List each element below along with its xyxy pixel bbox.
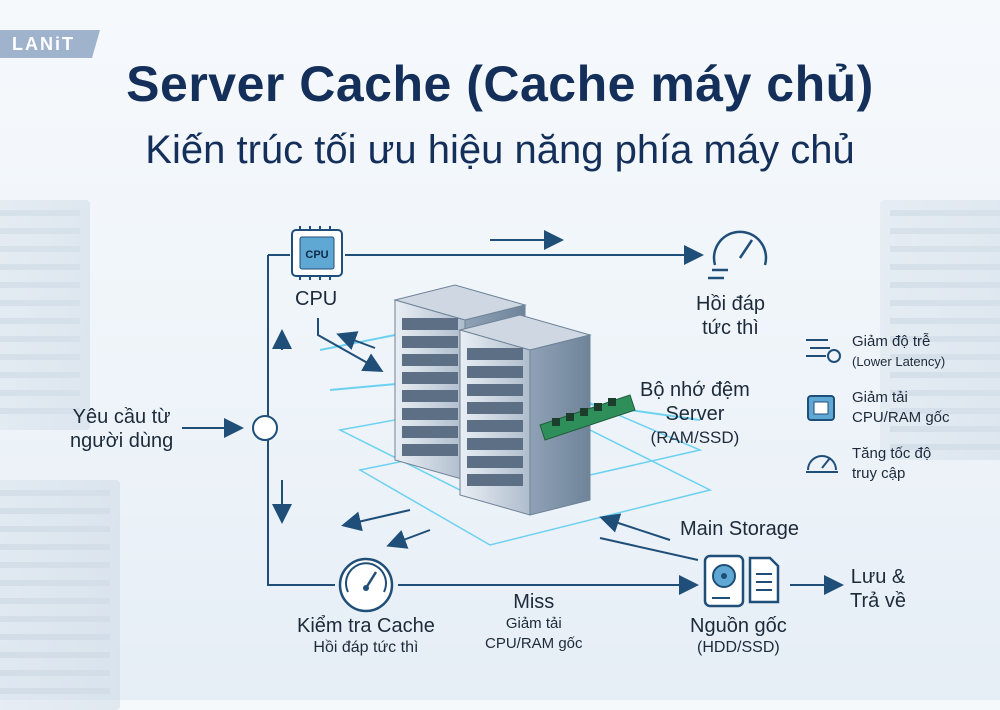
flow-lines bbox=[182, 230, 844, 595]
cache-check-gauge-icon bbox=[338, 557, 394, 613]
miss-label: Miss Giảm tải CPU/RAM gốc bbox=[485, 591, 583, 652]
latency-icon bbox=[806, 339, 841, 363]
origin-label: Nguồn gốc (HDD/SSD) bbox=[690, 615, 787, 656]
gauge-icon bbox=[708, 230, 768, 280]
page-title: Server Cache (Cache máy chủ) bbox=[126, 56, 874, 112]
chip-icon bbox=[807, 395, 835, 421]
user-request-label: Yêu cầu từ người dùng bbox=[70, 406, 174, 452]
cache-memory-label: Bộ nhớ đệm Server (RAM/SSD) bbox=[640, 379, 750, 447]
cpu-chip-icon: CPU bbox=[291, 226, 343, 280]
cpu-label: CPU bbox=[295, 288, 338, 310]
benefit-item: Giảm tải CPU/RAM gốc bbox=[852, 389, 950, 426]
ram-module-icon bbox=[539, 394, 636, 441]
benefit-item: Tăng tốc độ truy cập bbox=[852, 445, 932, 482]
main-storage-label: Main Storage bbox=[680, 518, 799, 540]
background-rack bbox=[0, 200, 90, 430]
cpu-chip-text: CPU bbox=[305, 249, 328, 261]
background-rack bbox=[0, 480, 120, 710]
speedometer-icon bbox=[806, 455, 838, 473]
benefit-item: Giảm độ trễ (Lower Latency) bbox=[852, 333, 946, 369]
store-return-label: Lưu & Trả về bbox=[850, 566, 906, 612]
hard-drive-icon bbox=[703, 554, 745, 608]
background-rack bbox=[880, 200, 1000, 460]
logo: LANiT bbox=[0, 30, 100, 58]
page-subtitle: Kiến trúc tối ưu hiệu năng phía máy chủ bbox=[145, 128, 855, 172]
document-icon bbox=[748, 556, 780, 604]
instant-response-label: Hồi đáp tức thì bbox=[696, 293, 765, 339]
junction-node bbox=[252, 415, 278, 441]
cache-check-label: Kiểm tra Cache Hồi đáp tức thì bbox=[297, 615, 435, 656]
